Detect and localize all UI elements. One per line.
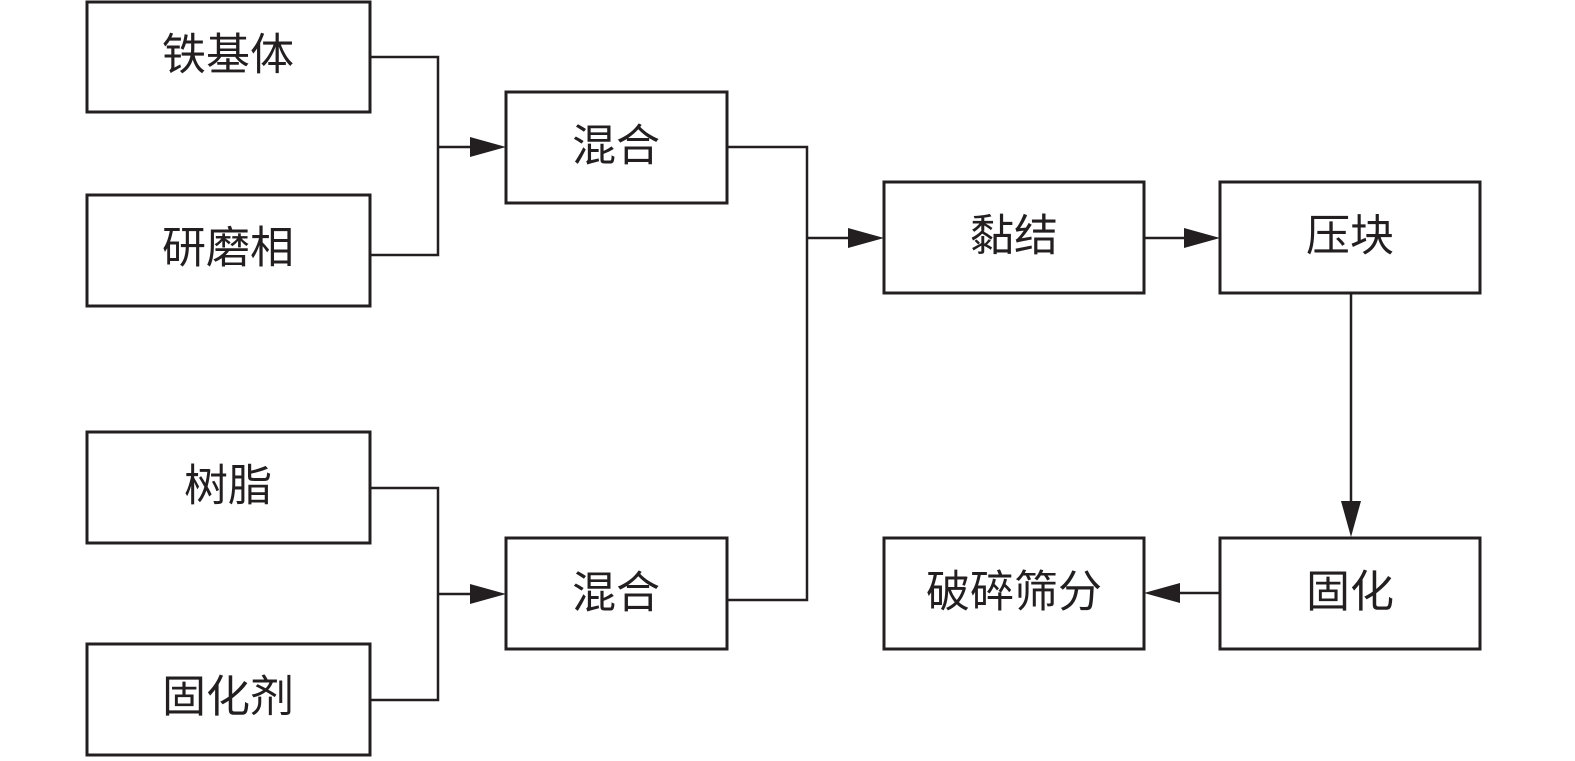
node-resin: 树脂 <box>85 430 372 545</box>
node-label: 铁基体 <box>162 30 294 81</box>
node-label: 树脂 <box>184 461 272 512</box>
node-curing-agent: 固化剂 <box>85 642 372 757</box>
arrowhead-to-curing <box>1341 501 1361 537</box>
node-crush-sieve: 破碎筛分 <box>882 536 1146 651</box>
arrowheads <box>470 137 1361 604</box>
node-mix-top: 混合 <box>504 90 729 205</box>
node-mix-bottom: 混合 <box>504 536 729 651</box>
node-label: 固化 <box>1306 567 1394 618</box>
connector-mixes-to-merge <box>727 145 809 602</box>
node-iron-matrix: 铁基体 <box>85 0 372 114</box>
node-pressing: 压块 <box>1218 180 1482 295</box>
node-label: 压块 <box>1306 211 1394 262</box>
node-abrasive: 研磨相 <box>85 193 372 308</box>
arrowhead-to-pressing <box>1184 228 1220 248</box>
node-bonding: 黏结 <box>882 180 1146 295</box>
connector-iron-to-merge <box>370 55 440 257</box>
connector-resin-to-merge <box>370 486 440 702</box>
node-label: 混合 <box>572 121 660 172</box>
connectors <box>370 55 1353 702</box>
arrowhead-to-crush-sieve <box>1144 583 1180 603</box>
node-label: 混合 <box>572 568 660 619</box>
arrowhead-to-mix-bottom <box>470 584 506 604</box>
node-label: 固化剂 <box>162 672 294 723</box>
node-label: 破碎筛分 <box>926 567 1102 618</box>
node-label: 黏结 <box>970 211 1058 262</box>
node-label: 研磨相 <box>162 223 294 274</box>
arrowhead-to-bonding <box>848 228 884 248</box>
node-curing: 固化 <box>1218 536 1482 651</box>
arrowhead-to-mix-top <box>470 137 506 157</box>
